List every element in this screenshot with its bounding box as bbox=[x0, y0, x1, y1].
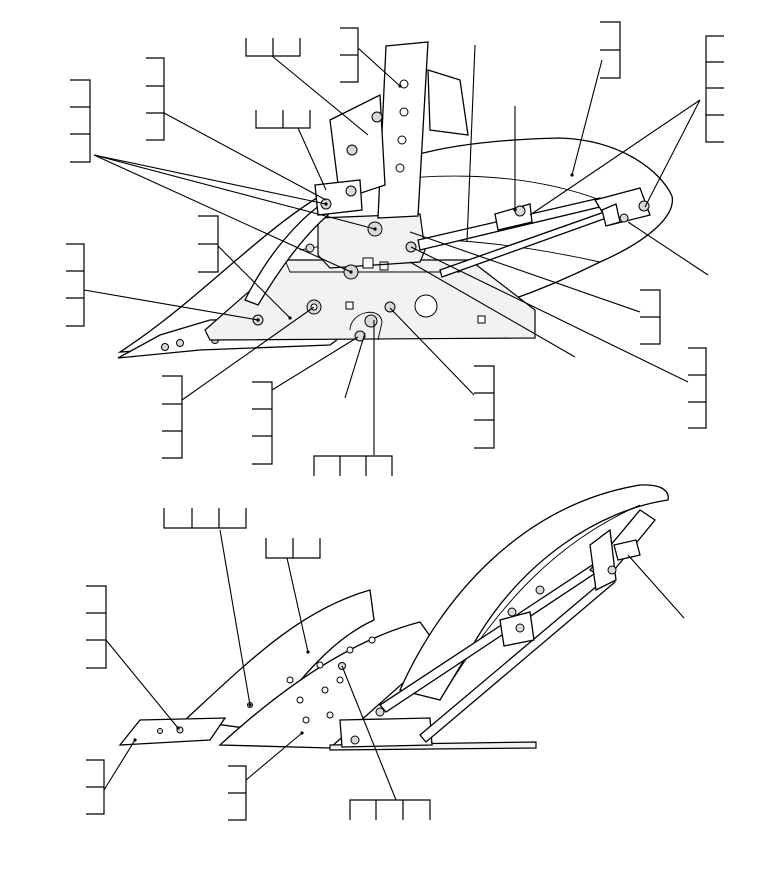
callout-table bbox=[245, 38, 301, 57]
callout-table bbox=[600, 21, 621, 79]
base-plate bbox=[329, 741, 537, 751]
callout-table bbox=[340, 27, 359, 83]
callout-table bbox=[146, 57, 165, 141]
callout-tables bbox=[66, 21, 724, 821]
callout-table bbox=[349, 799, 431, 820]
callout-table bbox=[162, 375, 183, 459]
callout-table bbox=[70, 79, 91, 163]
curved-beam bbox=[399, 484, 669, 701]
callout-table bbox=[474, 365, 495, 449]
callout-table bbox=[640, 289, 661, 345]
callout-table bbox=[228, 765, 247, 821]
callout-table bbox=[86, 585, 107, 669]
callout-table bbox=[705, 35, 724, 143]
callout-table bbox=[86, 759, 105, 815]
share-blade-side bbox=[118, 717, 227, 746]
top-leaders bbox=[83, 44, 709, 455]
shank-bracket bbox=[317, 213, 426, 269]
callout-table bbox=[252, 381, 273, 465]
callout-table bbox=[163, 508, 247, 529]
moldboard-main bbox=[218, 621, 441, 749]
callout-table bbox=[265, 538, 321, 559]
callout-table bbox=[66, 243, 85, 327]
callout-table bbox=[313, 455, 393, 476]
bottom-plow-assembly bbox=[103, 484, 685, 801]
callout-table bbox=[255, 110, 311, 129]
callout-table bbox=[198, 215, 219, 273]
callout-table bbox=[688, 347, 707, 429]
top-plow-assembly bbox=[83, 41, 709, 455]
bottom-leaders bbox=[103, 529, 685, 801]
